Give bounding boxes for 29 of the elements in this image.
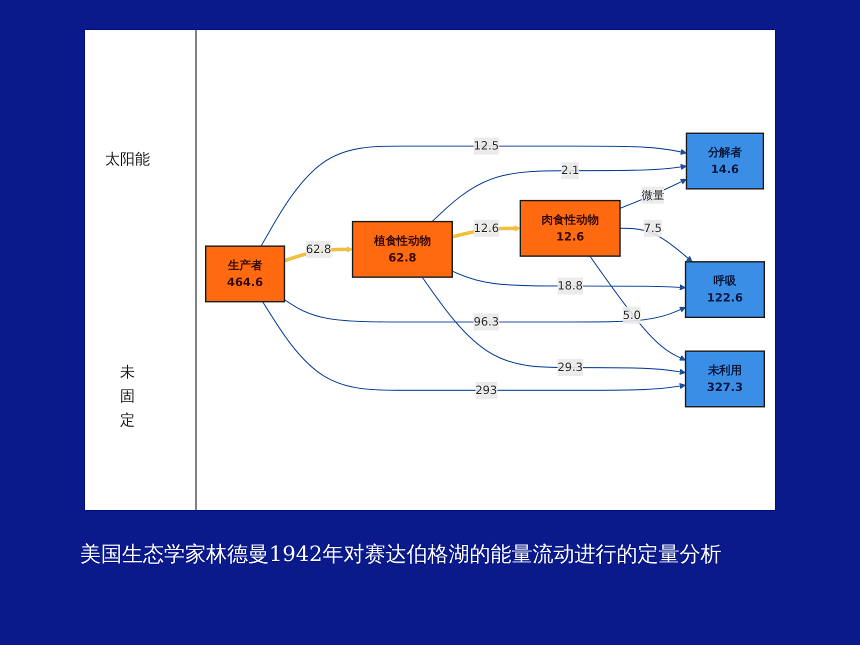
node-box: 分解者 14.6 [686,132,764,190]
edge-label: 18.8 [558,278,583,292]
node-box: 呼吸 122.6 [684,261,766,318]
edge-label: 96.3 [474,314,499,328]
caption: 美国生态学家林德曼1942年对赛达伯格湖的能量流动进行的定量分析 [80,541,722,568]
arrow [620,178,687,209]
arrow [262,301,686,391]
arrow [620,228,692,262]
arrow [422,276,686,375]
node-box: 植食性动物 62.8 [352,220,453,278]
edge-label: 29.3 [558,360,583,374]
node-box: 未利用 327.3 [684,350,766,408]
edge-label: 7.5 [644,221,662,235]
region-label: 未固定 [120,362,136,431]
edge-label: 62.8 [306,242,332,256]
edge-label: 12.5 [474,138,499,153]
arrow [589,256,686,361]
region-label: 太阳能 [105,150,150,169]
node-box: 肉食性动物 12.6 [520,200,621,257]
node-box: 生产者 464.6 [204,245,286,302]
arrow [432,164,687,222]
edge-label: 2.1 [561,164,580,178]
arrow [284,299,686,323]
edge-label: 5.0 [622,308,641,322]
edge-label: 微量 [641,188,664,202]
edge-label: 12.6 [474,221,499,235]
arrow [452,270,686,290]
arrow [260,146,687,246]
edge-label: 293 [475,383,498,397]
